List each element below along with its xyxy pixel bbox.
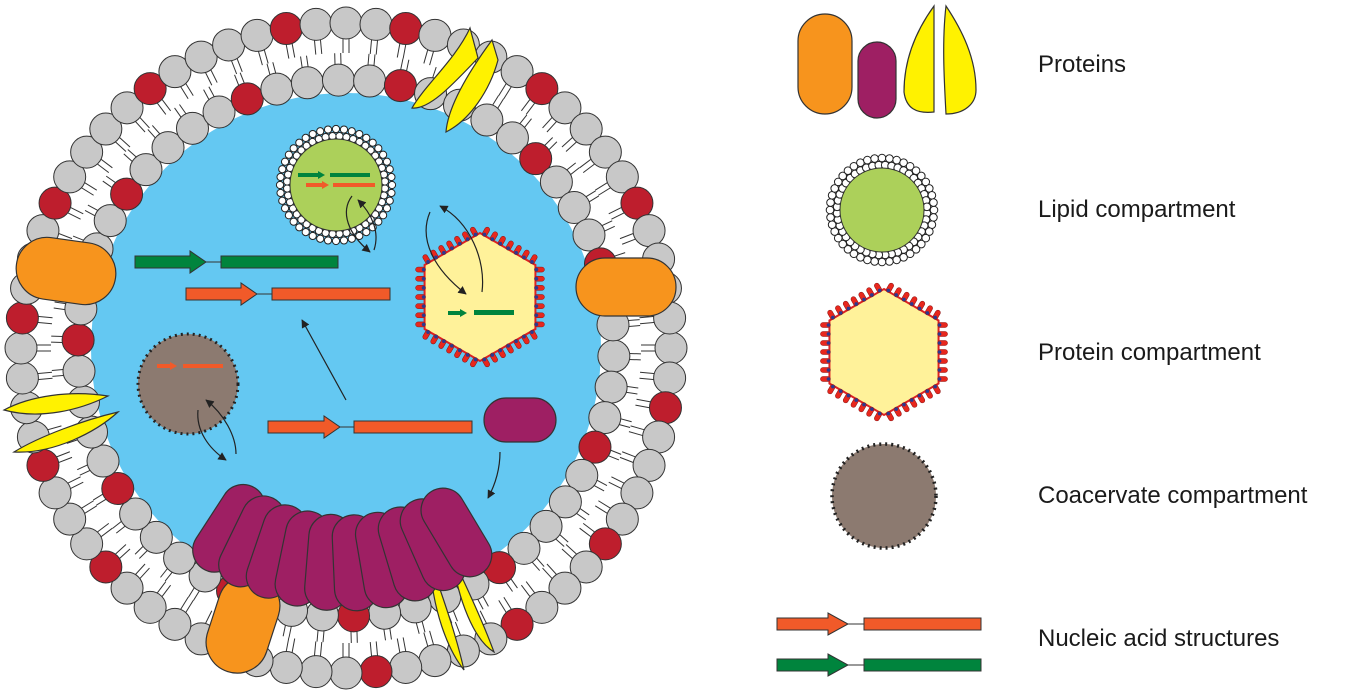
membrane-protein-yellow-top <box>411 26 499 134</box>
membrane-protein-yellow-left <box>2 393 121 453</box>
nucleic-acid-icon <box>776 612 982 677</box>
membrane-protein-orange-left <box>15 236 117 306</box>
protein-icon <box>797 4 977 119</box>
legend-label-lipid-compartment: Lipid compartment <box>1038 196 1236 223</box>
legend-label-protein-compartment: Protein compartment <box>1038 339 1261 366</box>
legend-label-coacervate-compartment: Coacervate compartment <box>1038 482 1308 509</box>
nucleic-acid-orange-cell-2 <box>267 415 473 439</box>
purple-protein-assembly <box>192 483 493 612</box>
process-arrows <box>197 195 501 499</box>
legend-label-nucleic-acid-structures: Nucleic acid structures <box>1038 625 1280 652</box>
free-protein-purple <box>483 397 557 443</box>
cytoplasm <box>91 93 601 603</box>
protein-compartment-icon <box>820 282 948 422</box>
membrane-protein-orange-right <box>575 257 677 317</box>
lipid-compartment-icon <box>825 153 939 267</box>
protein-compartment-inner <box>415 226 545 368</box>
nucleic-acid-orange-cell-1 <box>185 282 391 306</box>
legend-label-proteins: Proteins <box>1038 51 1127 78</box>
nucleic-acid-green-cell <box>134 250 339 274</box>
coacervate-compartment-icon <box>830 442 938 550</box>
coacervate-compartment-inner <box>136 332 240 436</box>
